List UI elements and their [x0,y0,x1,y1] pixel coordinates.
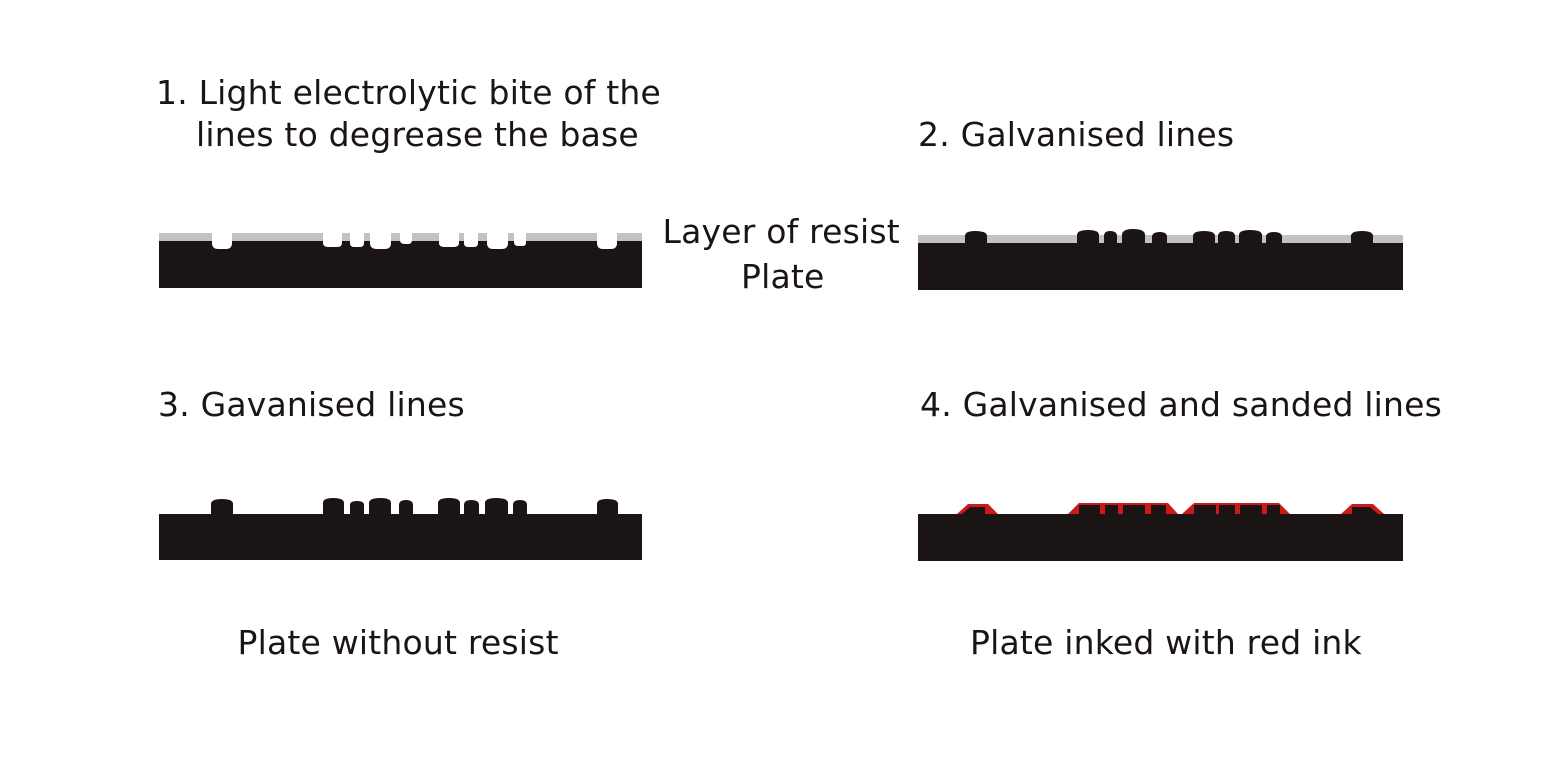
galvanised-line [1239,230,1262,243]
sanded-line [1352,507,1378,514]
diagram-step1 [159,233,642,288]
galvanised-line [438,498,460,514]
galvanised-line [211,499,233,514]
sanded-line [962,507,985,514]
galvanised-line [965,231,987,243]
galvanised-line [513,500,527,514]
legend-plate-label: Plate [741,257,825,296]
sanded-line [1194,505,1216,514]
galvanised-lines [965,229,1373,243]
galvanised-line [485,498,508,514]
bitten-line [350,233,364,247]
legend-resist-label: Layer of resist [662,212,900,251]
sanded-line [1079,505,1100,514]
sanded-lines [962,505,1378,514]
step4-caption: Plate inked with red ink [970,623,1362,662]
step2-title: 2. Galvanised lines [918,115,1235,154]
sanded-line [1123,505,1145,514]
sanded-line [1240,505,1262,514]
step3-caption: Plate without resist [237,623,559,662]
step1-title: 1. Light electrolytic bite of the [156,73,662,112]
sanded-line [1219,505,1235,514]
galvanised-lines [211,498,618,514]
sanded-line [1151,505,1166,514]
sanded-line [1105,505,1118,514]
bitten-line [487,233,508,249]
galvanised-line [1104,231,1117,243]
galvanised-line [1122,229,1145,243]
galvanised-line [1077,230,1099,243]
ink-fills [957,503,1384,514]
plate-body [918,514,1403,561]
bitten-line [400,233,412,244]
galvanised-line [350,501,364,514]
galvanised-line [1218,231,1235,243]
plate-body [159,241,642,288]
bitten-line [439,233,459,247]
sanded-line [1267,505,1280,514]
diagram-step4 [918,503,1403,561]
galvanised-line [464,500,479,514]
galvanised-line [369,498,391,514]
bitten-line [212,233,232,249]
step1-title-line2: lines to degrease the base [196,115,639,154]
bitten-line [597,233,617,249]
bitten-line [514,233,526,246]
plate-body [159,514,642,560]
diagram-step2 [918,229,1403,290]
galvanised-line [1193,231,1215,243]
galvanised-line [323,498,344,514]
bitten-line [370,233,391,249]
galvanised-line [1152,232,1167,243]
bitten-lines [212,233,617,249]
galvanised-line [1351,231,1373,243]
step3-title: 3. Gavanised lines [158,385,465,424]
galvanised-line [1266,232,1282,243]
plate-body [918,243,1403,290]
diagram-step3 [159,498,642,560]
step4-title: 4. Galvanised and sanded lines [920,385,1443,424]
bitten-line [464,233,478,247]
galvanised-line [399,500,413,514]
bitten-line [323,233,342,247]
galvanised-line [597,499,618,514]
